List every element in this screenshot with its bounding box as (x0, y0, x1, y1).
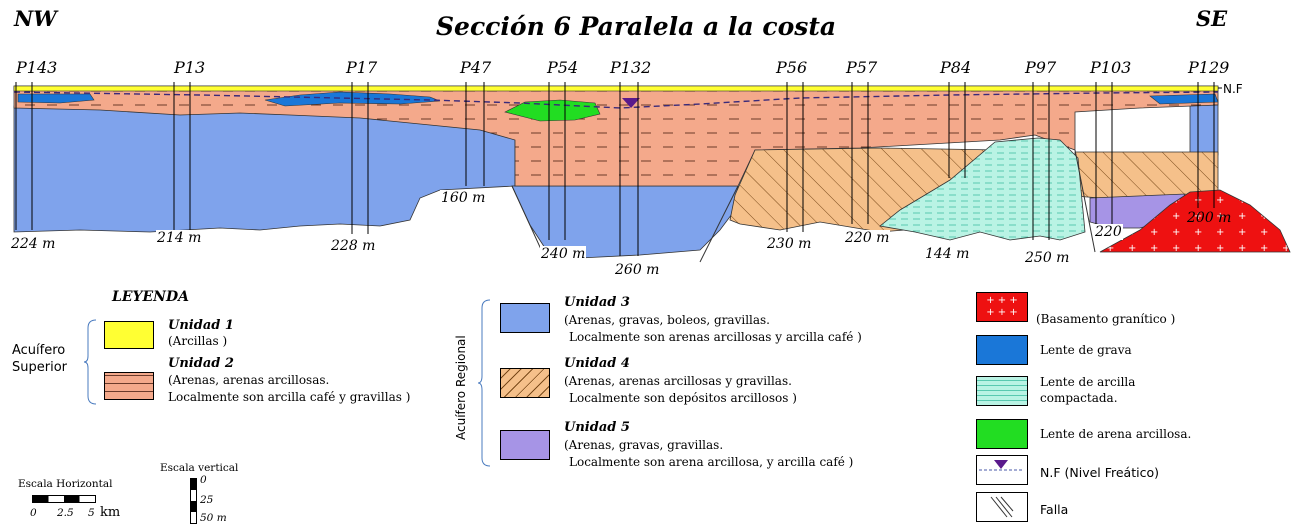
swatch-basamento: + + ++ + + (976, 292, 1028, 322)
vertical-scale-title: Escala vertical (160, 462, 239, 474)
swatch-unidad1 (104, 321, 154, 349)
horizontal-scale-bar (32, 495, 96, 503)
unidad2-name: Unidad 2 (168, 356, 234, 371)
legend-heading: LEYENDA (112, 289, 189, 305)
unidad4-desc-2: Localmente son depósitos arcillosos ) (569, 391, 797, 405)
unidad1-name: Unidad 1 (168, 318, 234, 333)
lente-grava (17, 93, 95, 104)
depth-label: 240 m (540, 246, 587, 262)
nf-marker-icon (979, 460, 1024, 471)
swatch-falla (976, 492, 1028, 522)
unidad3-desc-1: (Arenas, gravas, boleos, gravillas. (564, 313, 770, 327)
basamento (1099, 189, 1291, 253)
depth-label: 224 m (10, 236, 57, 252)
well-label: P84 (940, 58, 972, 77)
brace-superior (84, 319, 97, 405)
water-table-line (13, 91, 1219, 109)
swatch-unidad5 (500, 430, 550, 460)
lente-grava (1149, 93, 1219, 105)
swatch-lente-grava (976, 335, 1028, 365)
water-table-label: N.F (1223, 82, 1243, 96)
unidad3-desc-2: Localmente son arenas arcillosas y arcil… (569, 330, 862, 344)
fault-lines (511, 149, 1096, 263)
nf-marker-icon (622, 98, 640, 108)
depth-label: 250 m (1024, 250, 1071, 266)
cross-section-svg: + (13, 82, 1291, 263)
lente-grava-label: Lente de grava (1040, 343, 1132, 357)
basamento-label: (Basamento granítico ) (1036, 312, 1176, 326)
vertical-scale-tick: 50 m (200, 512, 227, 524)
se-label: SE (1196, 6, 1228, 31)
lente-arena-label: Lente de arena arcillosa. (1040, 427, 1192, 441)
well-label: P47 (460, 58, 492, 77)
unidad3-name: Unidad 3 (564, 295, 630, 310)
horizontal-scale-unit: km (100, 505, 121, 520)
horizontal-scale-tick: 2.5 (57, 507, 74, 519)
swatch-unidad2 (104, 372, 154, 400)
well-label: P129 (1188, 58, 1230, 77)
swatch-unidad3 (500, 303, 550, 333)
lente-arcilla (879, 137, 1086, 241)
well-label: P103 (1090, 58, 1132, 77)
well-label: P17 (346, 58, 378, 77)
unidad3-body (13, 105, 516, 233)
figure-title: Sección 6 Paralela a la costa (436, 12, 837, 41)
unidad2-desc-1: (Arenas, arenas arcillosas. (168, 373, 330, 387)
unidad4-name: Unidad 4 (564, 356, 630, 371)
unidad1-strip (13, 85, 1219, 92)
well-label: P54 (547, 58, 579, 77)
horizontal-scale-tick: 0 (30, 507, 37, 519)
vertical-scale-tick: 25 (200, 494, 214, 506)
depth-label: 220 m (844, 230, 891, 246)
depth-label: 200 m (1187, 210, 1232, 226)
unidad5-name: Unidad 5 (564, 420, 630, 435)
depth-label: 230 m (766, 236, 813, 252)
depth-label: 214 m (156, 230, 203, 246)
depth-label: 260 m (614, 262, 661, 278)
well-label: P57 (846, 58, 878, 77)
vertical-scale-tick: 0 (200, 474, 207, 486)
well-label: P132 (610, 58, 652, 77)
brace-regional (478, 299, 491, 467)
swatch-unidad4 (500, 368, 550, 398)
nf-label: N.F (Nivel Freático) (1040, 465, 1159, 480)
swatch-nf (976, 455, 1028, 485)
nw-label: NW (14, 6, 57, 31)
depth-label: 228 m (330, 238, 377, 254)
unidad5-desc-2: Localmente son arena arcillosa, y arcill… (569, 455, 854, 469)
unidad2-desc-2: Localmente son arcilla café y gravillas … (168, 390, 411, 404)
lente-arcilla-label: Lente de arcilla compactada. (1040, 375, 1136, 405)
unidad5-desc-1: (Arenas, gravas, gravillas. (564, 438, 724, 452)
depth-label: 160 m (440, 190, 487, 206)
unidad1-desc: (Arcillas ) (168, 334, 228, 348)
well-label: P56 (776, 58, 808, 77)
well-label: P97 (1025, 58, 1057, 77)
acuifero-regional-label: Acuífero Regional (454, 335, 468, 440)
falla-label: Falla (1040, 502, 1069, 517)
unidad2-body (13, 85, 1219, 187)
well-label: P143 (16, 58, 58, 77)
well-label: P13 (174, 58, 206, 77)
acuifero-superior-label: Acuífero Superior (12, 343, 67, 375)
horizontal-scale-tick: 5 (88, 507, 95, 519)
horizontal-scale-title: Escala Horizontal (18, 478, 113, 490)
fault-icon (990, 496, 1014, 518)
depth-label: 220 (1094, 224, 1123, 240)
well-lines (15, 82, 1215, 256)
swatch-lente-arena (976, 419, 1028, 449)
unidad4-desc-1: (Arenas, arenas arcillosas y gravillas. (564, 374, 792, 388)
swatch-lente-arcilla (976, 376, 1028, 406)
vertical-scale-bar (190, 478, 197, 524)
depth-label: 144 m (924, 246, 971, 262)
